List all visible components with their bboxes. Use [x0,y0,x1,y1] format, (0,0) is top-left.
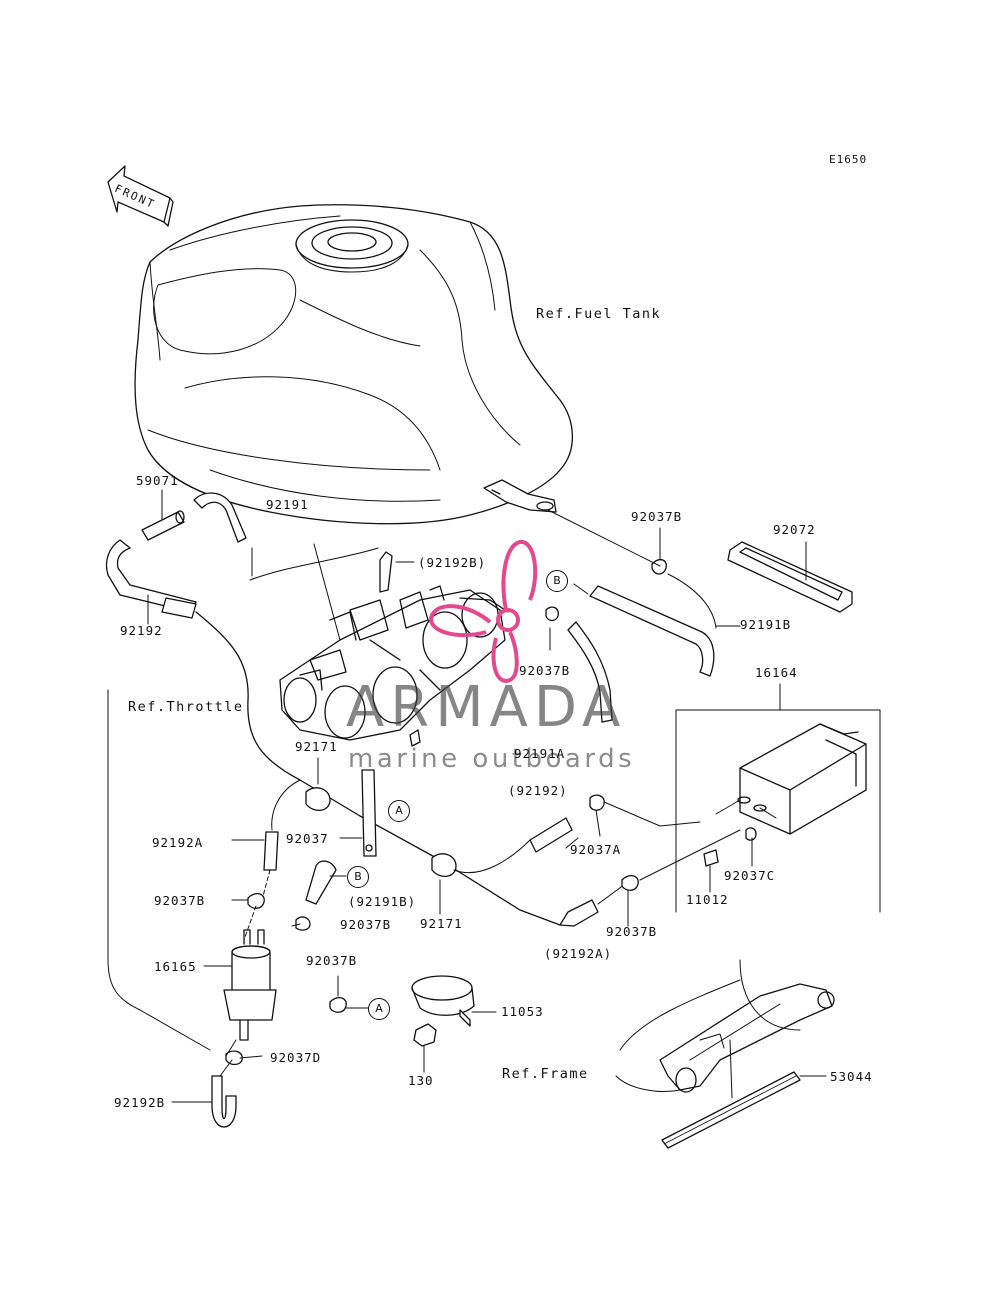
upper-vent-hoses [105,492,393,781]
callout-92191b-paren: (92191B) [348,894,417,909]
return-line [107,689,211,1051]
callout-92037b-center: 92037B [340,917,392,932]
callout-92037c: 92037C [724,868,776,883]
fuel-filter [211,929,277,1128]
callout-11012: 11012 [686,892,729,907]
callout-16165: 16165 [154,959,197,974]
callout-92192b: 92192B [114,1095,166,1110]
callout-92037b-left: 92037B [154,893,206,908]
connector-b-top: B [546,570,568,592]
clamp-band [411,975,497,1047]
frame-section [615,959,835,1093]
leader-lines [147,489,753,1103]
callout-92037a: 92037A [570,842,622,857]
callout-92037b-mid: 92037B [519,663,571,678]
callout-92192a-paren: (92192A) [544,946,613,961]
ref-fuel-tank: Ref.Fuel Tank [536,306,662,322]
ref-frame: Ref.Frame [502,1066,589,1082]
callout-130: 130 [408,1073,434,1088]
clip-92037b-top [547,509,667,575]
connector-b-low: B [347,866,369,888]
watermark-propeller-icon [429,540,538,683]
diagram-code: E1650 [829,153,868,166]
connector-a-low: A [368,998,390,1020]
clip-92037b-mid [545,606,613,723]
lower-vent-hoses [243,769,757,941]
callout-92037: 92037 [286,831,329,846]
callout-53044: 53044 [830,1069,873,1084]
callout-92192b-paren: (92192B) [418,555,487,570]
callout-92192a: 92192A [152,835,204,850]
callout-92037b-lower: 92037B [306,953,358,968]
watermark-subtitle: marine outboards [348,744,636,774]
connector-a-mid: A [388,800,410,822]
charcoal-canister [715,723,867,835]
canister-bracket-frame [675,683,881,913]
callout-92171-top: 92171 [295,739,338,754]
clip-92037b-low [329,975,369,1013]
callout-92191: 92191 [266,497,309,512]
callout-92191b: 92191B [740,617,792,632]
callout-59071: 59071 [136,473,179,488]
callout-92192-paren: (92192) [508,783,568,798]
callout-92037b-right: 92037B [606,924,658,939]
fuel-tank [134,204,574,525]
callout-92171-bottom: 92171 [420,916,463,931]
callout-92192: 92192 [120,623,163,638]
callout-92191a: 92191A [514,746,566,761]
ref-throttle: Ref.Throttle [128,699,244,715]
callout-92072: 92072 [773,522,816,537]
callout-11053: 11053 [501,1004,544,1019]
callout-92037b-top: 92037B [631,509,683,524]
callout-92037d: 92037D [270,1050,322,1065]
throttle-body [279,585,509,747]
callout-16164: 16164 [755,665,798,680]
watermark-name: ARMADA [346,675,627,740]
strap-92072 [727,541,853,613]
hose-92191b [589,573,741,677]
front-arrow-icon [107,165,174,227]
rubber-strip-53044 [661,1039,827,1149]
